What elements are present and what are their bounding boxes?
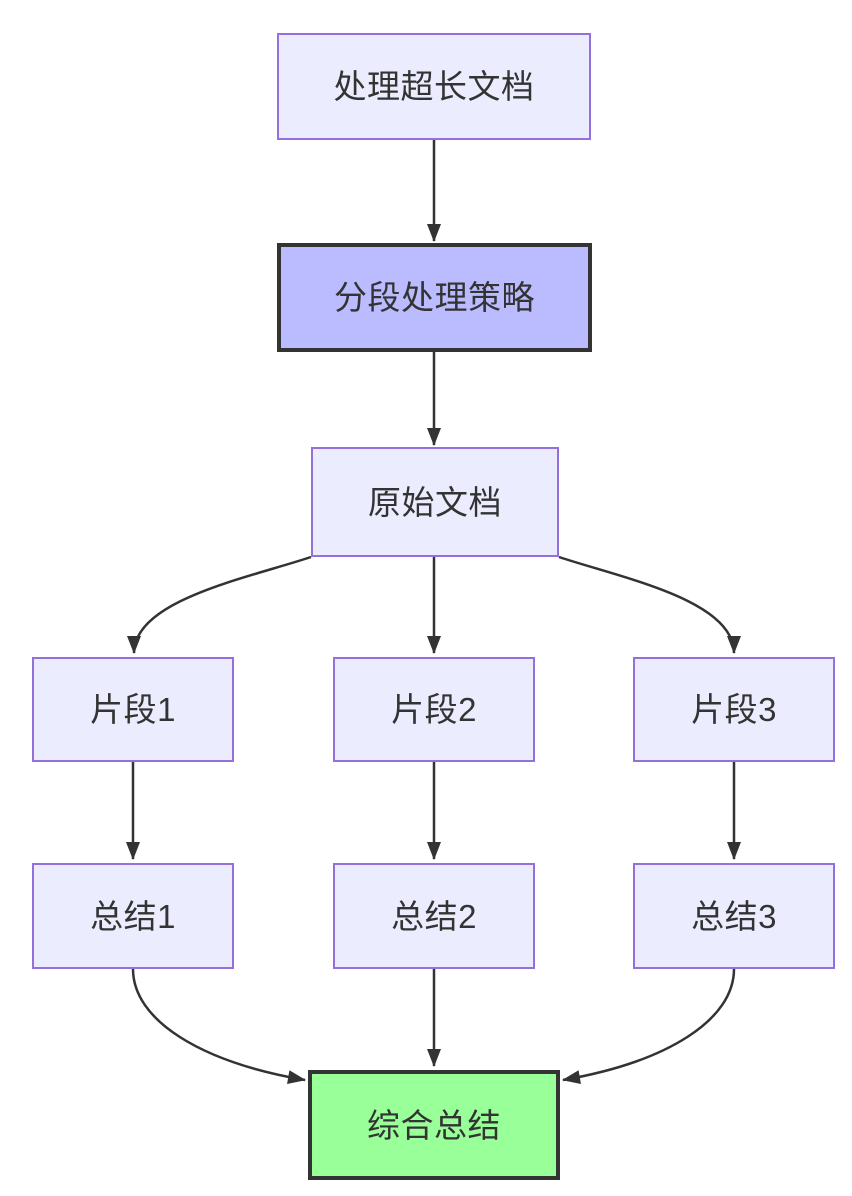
node-summary-2-label: 总结2 bbox=[391, 897, 477, 935]
node-summary-1: 总结1 bbox=[32, 863, 234, 969]
node-process-long-doc-label: 处理超长文档 bbox=[333, 68, 535, 105]
node-fragment-1-label: 片段1 bbox=[90, 691, 176, 728]
node-process-long-doc: 处理超长文档 bbox=[277, 33, 591, 140]
node-final-summary-label: 综合总结 bbox=[367, 1106, 501, 1144]
node-segment-strategy-label: 分段处理策略 bbox=[334, 279, 535, 316]
node-fragment-2-label: 片段2 bbox=[391, 691, 477, 728]
edge-summary-3-to-final-summary bbox=[562, 968, 736, 1084]
node-summary-3-label: 总结3 bbox=[691, 897, 777, 935]
node-segment-strategy: 分段处理策略 bbox=[277, 243, 592, 352]
node-fragment-3: 片段3 bbox=[633, 657, 835, 762]
node-summary-1-label: 总结1 bbox=[90, 897, 176, 935]
edge-original-doc-to-fragment-1 bbox=[127, 555, 312, 654]
node-original-doc-label: 原始文档 bbox=[368, 483, 502, 521]
node-summary-3: 总结3 bbox=[633, 863, 835, 969]
node-fragment-1: 片段1 bbox=[32, 657, 234, 762]
node-original-doc: 原始文档 bbox=[311, 447, 559, 557]
node-final-summary: 综合总结 bbox=[308, 1070, 560, 1180]
node-fragment-2: 片段2 bbox=[333, 657, 535, 762]
node-summary-2: 总结2 bbox=[333, 863, 535, 969]
node-fragment-3-label: 片段3 bbox=[691, 691, 777, 728]
edge-original-doc-to-fragment-3 bbox=[558, 555, 741, 654]
edge-summary-1-to-final-summary bbox=[131, 968, 306, 1085]
